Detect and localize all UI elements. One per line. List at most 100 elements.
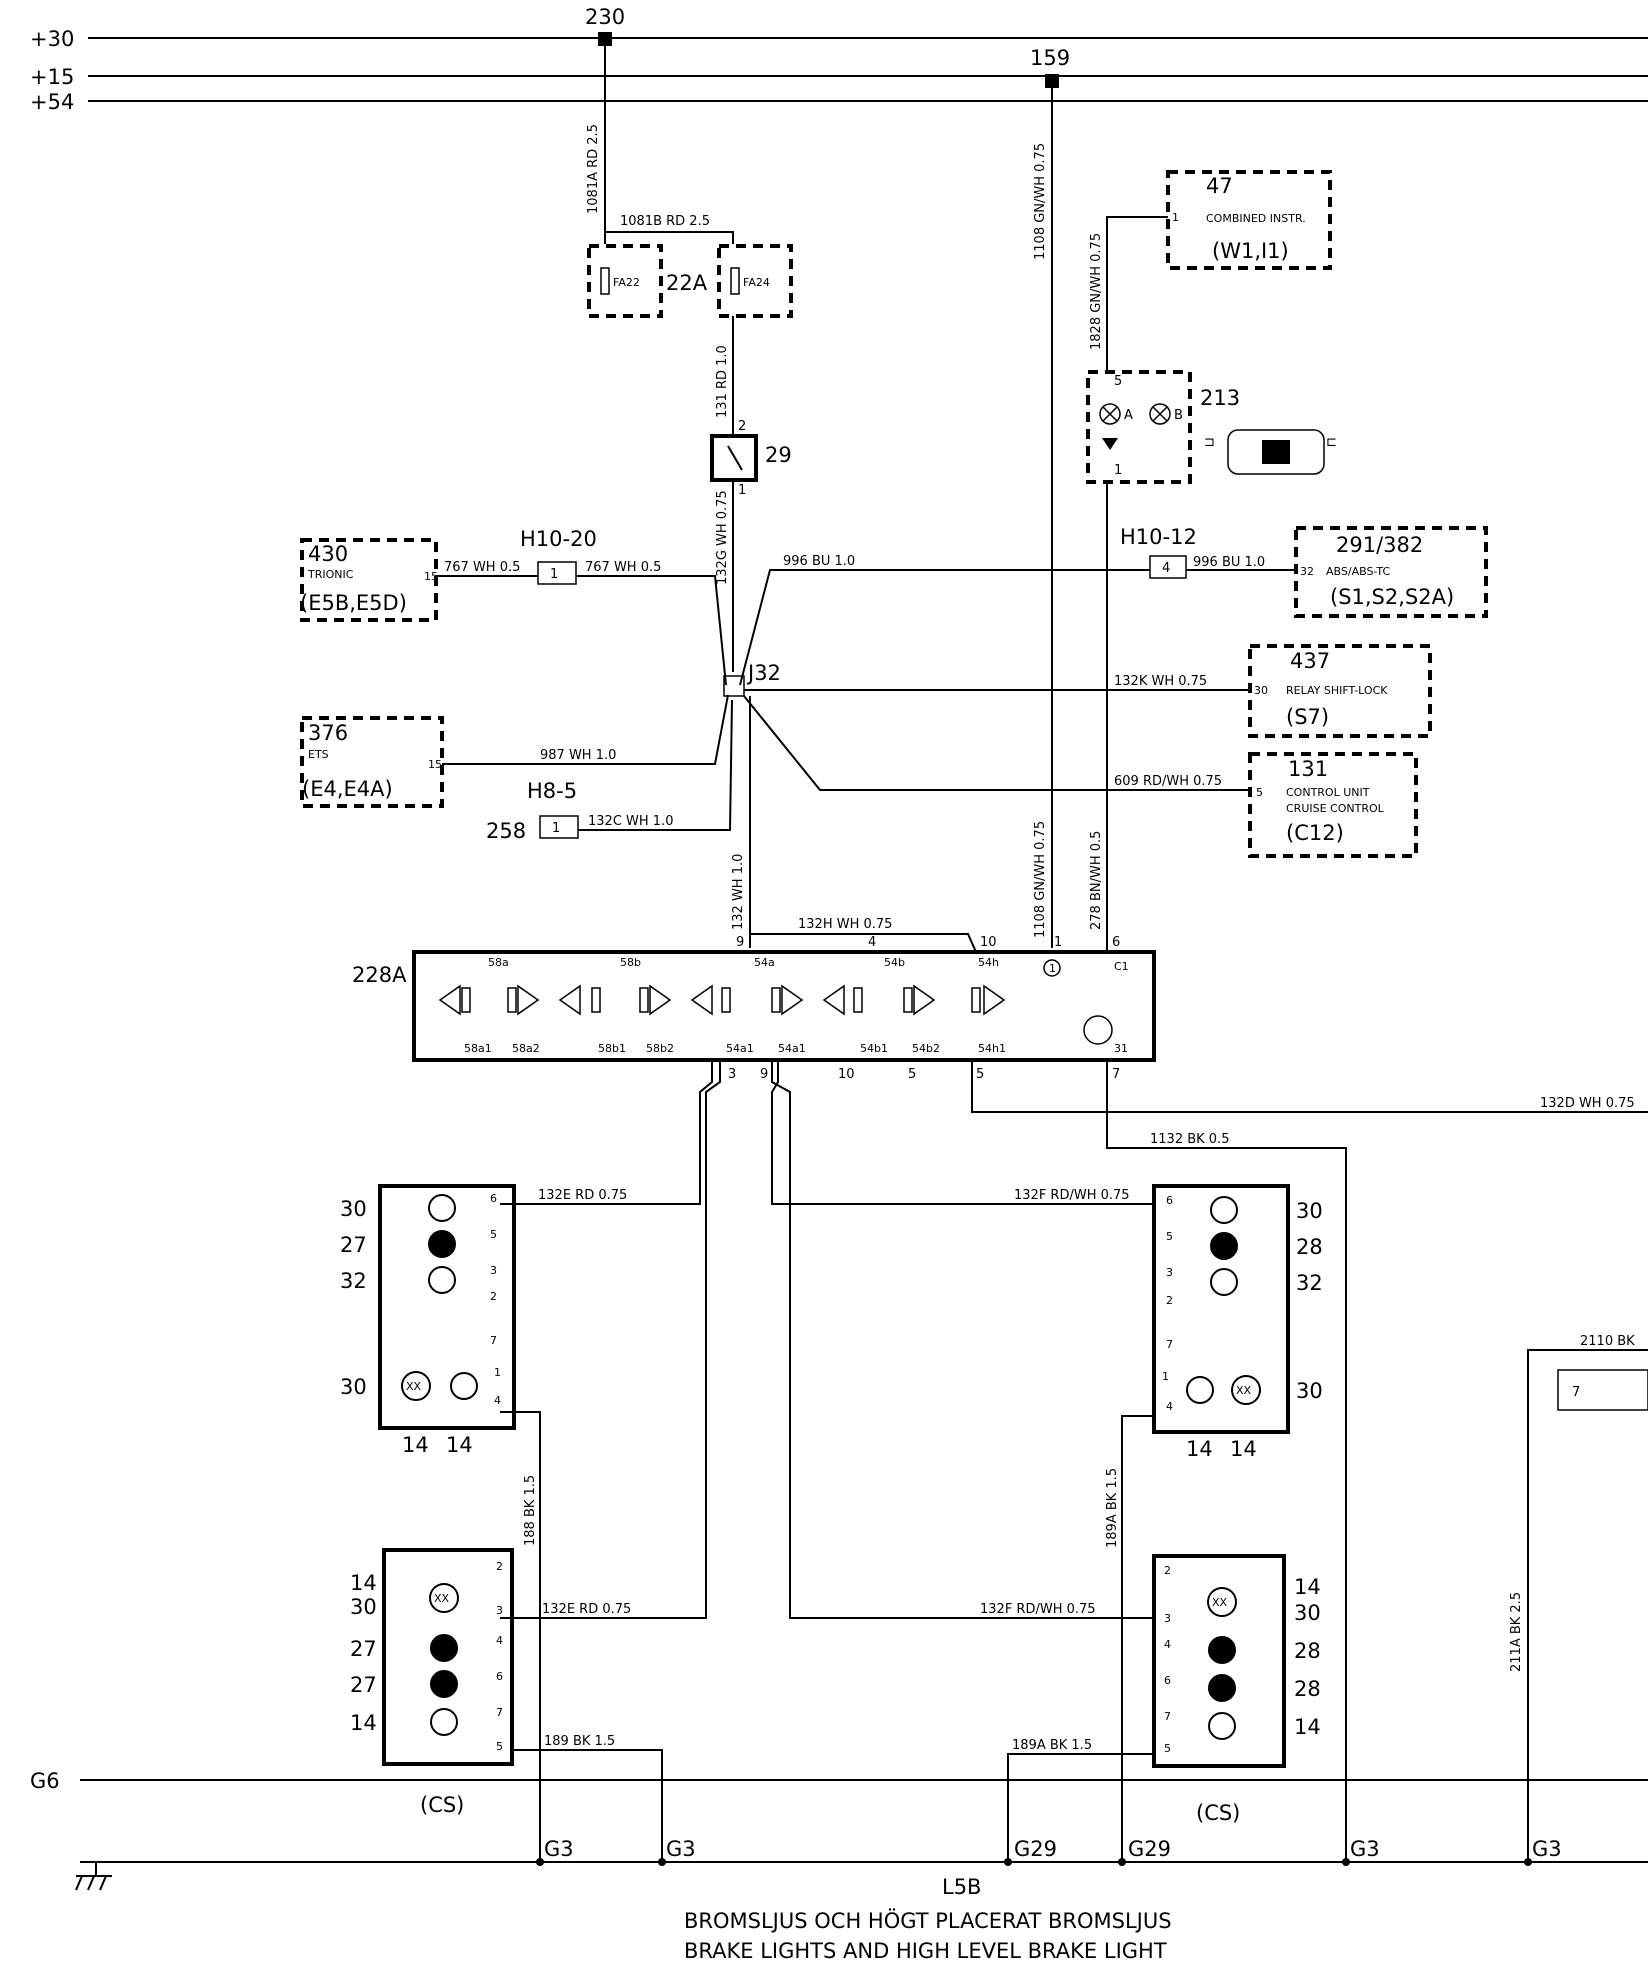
switch-29-pin1: 1 [738,483,746,498]
lamp-ll-left-3: 27 [350,1673,377,1697]
lamp-ul-left-1: 27 [340,1233,367,1257]
lamp-ll-pin-3: 3 [496,1604,503,1617]
component-376-ref: (E4,E4A) [302,777,393,801]
lamp-lr-xx [1207,1587,1237,1617]
power-rails: +30 +15 +54 230 159 [30,5,1648,114]
module-top-pin-6: 6 [1112,935,1120,950]
component-213-box [1086,370,1192,484]
wire-189a [1121,1415,1156,1862]
component-437-num: 437 [1290,649,1330,673]
rail-54-label: +54 [30,90,74,114]
fuse-fa24-box [717,244,793,318]
lamp-ll-pin-6: 6 [496,1670,503,1683]
lamp-213-a [1099,403,1121,425]
ground-label-6: G3 [1532,1837,1562,1861]
component-213-num: 213 [1200,386,1240,410]
module-label-58b: 58b [620,956,641,969]
lamp-ll-tag: (CS) [420,1793,464,1817]
wire-189a-lower-label: 189A BK 1.5 [1012,1738,1092,1753]
wire-132h-label: 132H WH 0.75 [798,917,892,932]
module-label-58a1: 58a1 [464,1042,492,1055]
lamp-ur-xx-label: XX [1236,1384,1252,1397]
car-icon-roof [1262,440,1290,464]
lamp-ul-pin-1: 1 [494,1366,501,1379]
lamp-ll-xx-label: XX [434,1592,450,1605]
module-bottom-pin-5b: 5 [976,1067,984,1082]
lamp-ul-pin-4: 4 [494,1394,501,1407]
connector-h85-label: H8-5 [527,779,577,803]
module-228a-label: 228A [352,963,407,987]
component-47-num: 47 [1206,174,1233,198]
lamp-ul-32 [428,1266,456,1294]
wire-132k-label: 132K WH 0.75 [1114,674,1207,689]
module-label-54b: 54b [884,956,905,969]
wire-132e-upper-label: 132E RD 0.75 [538,1188,627,1203]
module-label-54a1-2: 54a1 [778,1042,806,1055]
lamp-ur-side [1186,1376,1214,1404]
component-430-ref: (E5B,E5D) [300,591,407,615]
lamp-unit-ll-box [382,1548,514,1766]
ground-point-2 [658,1858,666,1866]
car-icon: ⊐ ⊏ [1204,429,1337,475]
driver-54a2 [781,984,804,1016]
switch-29-label: 29 [765,443,792,467]
lamp-ul-pin-2: 2 [490,1290,497,1303]
fuse-fa22-element [600,267,610,295]
lamp-lr-pin-5: 5 [1164,1742,1171,1755]
connector-right-box [1557,1369,1648,1411]
component-131-box [1248,752,1418,858]
lamp-lr-pin-3: 3 [1164,1612,1171,1625]
module-bottom-pin-3: 3 [728,1067,736,1082]
ground-point-5 [1342,1858,1350,1866]
splice-j32: J32 132K WH 0.75 609 RD/WH 0.75 132 WH 1… [723,661,1250,948]
component-291-name: ABS/ABS-TC [1326,565,1390,578]
wire-188 [500,1411,541,1862]
component-131: 131 5 CONTROL UNIT CRUISE CONTROL (C12) [1248,752,1418,858]
footer-title-sv: BROMSLJUS OCH HÖGT PLACERAT BROMSLJUS [684,1908,1172,1933]
wire-1081a-label: 1081A RD 2.5 [586,124,601,214]
ground-point-3 [1004,1858,1012,1866]
rail-g6-label: G6 [30,1769,60,1793]
driver-58b1 [558,984,581,1016]
lamp-ll-left-1: 30 [350,1595,377,1619]
lamp-ur-pin-5: 5 [1166,1230,1173,1243]
lamp-unit-lower-left: XX 14 30 27 27 14 2 3 4 6 7 5 (CS) 189 B… [350,1548,663,1862]
lamp-ul-bottom-0: 14 [402,1433,429,1457]
component-437-ref: (S7) [1286,705,1329,729]
car-icon-body [1227,429,1325,475]
module-bottom-pin-9: 9 [760,1067,768,1082]
wire-609-label: 609 RD/WH 0.75 [1114,774,1222,789]
lamp-ul-side [450,1372,478,1400]
connector-h1012-label: H10-12 [1120,525,1197,549]
component-291-382: 291/382 32 ABS/ABS-TC (S1,S2,S2A) 4 H10-… [1120,525,1488,618]
lamp-ul-pin-3: 3 [490,1264,497,1277]
lamp-lr-right-1: 30 [1294,1601,1321,1625]
wire-132c-label: 132C WH 1.0 [588,814,673,829]
module-top-pin-4: 4 [868,935,876,950]
component-131-name2: CRUISE CONTROL [1286,802,1385,815]
connector-right-pin: 7 [1572,1385,1580,1400]
lamp-ur-30 [1210,1196,1238,1224]
component-376-box [300,716,444,808]
wire-767b-label: 767 WH 0.5 [585,560,661,575]
lamp-ll-27a [430,1634,458,1662]
car-icon-lamp-left: ⊐ [1204,435,1215,450]
lamp-unit-lr-box [1152,1554,1286,1768]
wire-188-label: 188 BK 1.5 [523,1475,538,1546]
module-label-54h1: 54h1 [978,1042,1006,1055]
lamp-ur-pin-2: 2 [1166,1294,1173,1307]
wire-211a-label: 211A BK 2.5 [1509,1592,1524,1672]
lamp-lr-pin-2: 2 [1164,1564,1171,1577]
module-circled-marker [1043,959,1061,977]
ground-label-5: G3 [1350,1837,1380,1861]
fuse-block-label: 22A [666,271,708,295]
component-131-pin: 5 [1256,786,1263,799]
driver-54b1 [822,984,845,1016]
wire-987 [442,694,729,765]
module-228a-box [412,950,1156,1062]
lamp-unit-ul-box [378,1184,516,1430]
component-376: 376 ETS (E4,E4A) 15 987 WH 1.0 [300,694,729,808]
wire-132f-lower-label: 132F RD/WH 0.75 [980,1602,1096,1617]
component-430: 430 TRIONIC (E5B,E5D) 15 767 WH 0.5 1 H1… [300,527,727,686]
